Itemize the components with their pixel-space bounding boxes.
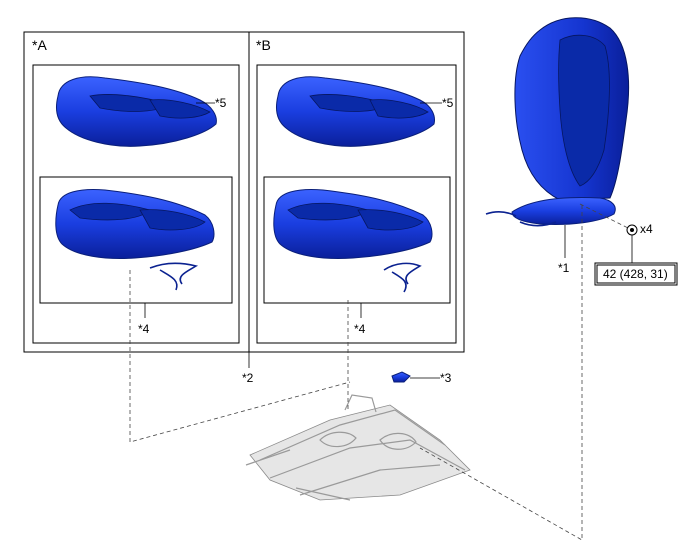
bolt-dash-line <box>579 203 629 229</box>
seat-frame <box>245 394 471 501</box>
seat-cushion-cover-a <box>56 76 217 147</box>
view-a-pad-box <box>39 176 233 304</box>
part-4a-label: *4 <box>138 322 150 336</box>
wire-harness-b <box>383 262 422 293</box>
seatback-assembly <box>485 17 630 227</box>
part-5a-label: *5 <box>215 96 227 110</box>
view-a-outer-box <box>23 31 250 353</box>
torque-spec: 42 (428, 31) <box>603 267 668 281</box>
part-2-label: *2 <box>242 371 254 385</box>
seat-cushion-pad-b <box>273 189 433 259</box>
bolt-quantity: x4 <box>640 222 653 236</box>
part-1-label: *1 <box>558 261 570 275</box>
seat-cushion-pad-a <box>55 189 215 259</box>
part-4b-label: *4 <box>354 322 366 336</box>
wire-harness-a <box>149 262 199 291</box>
seat-part-3 <box>391 371 411 383</box>
view-a-inner-box <box>32 64 240 344</box>
projection-line-a <box>129 270 351 443</box>
view-b-pad-box <box>263 176 451 304</box>
view-b-label: *B <box>256 37 271 53</box>
view-a-label: *A <box>32 37 47 53</box>
torque-box-outer <box>594 262 678 286</box>
seat-cushion-cover-b <box>276 76 435 147</box>
part-5b-label: *5 <box>442 96 454 110</box>
torque-box-inner <box>596 264 676 284</box>
view-b-outer-box <box>248 31 465 353</box>
bolt-icon <box>626 224 638 236</box>
view-b-inner-box <box>256 64 457 344</box>
part-3-label: *3 <box>440 371 452 385</box>
